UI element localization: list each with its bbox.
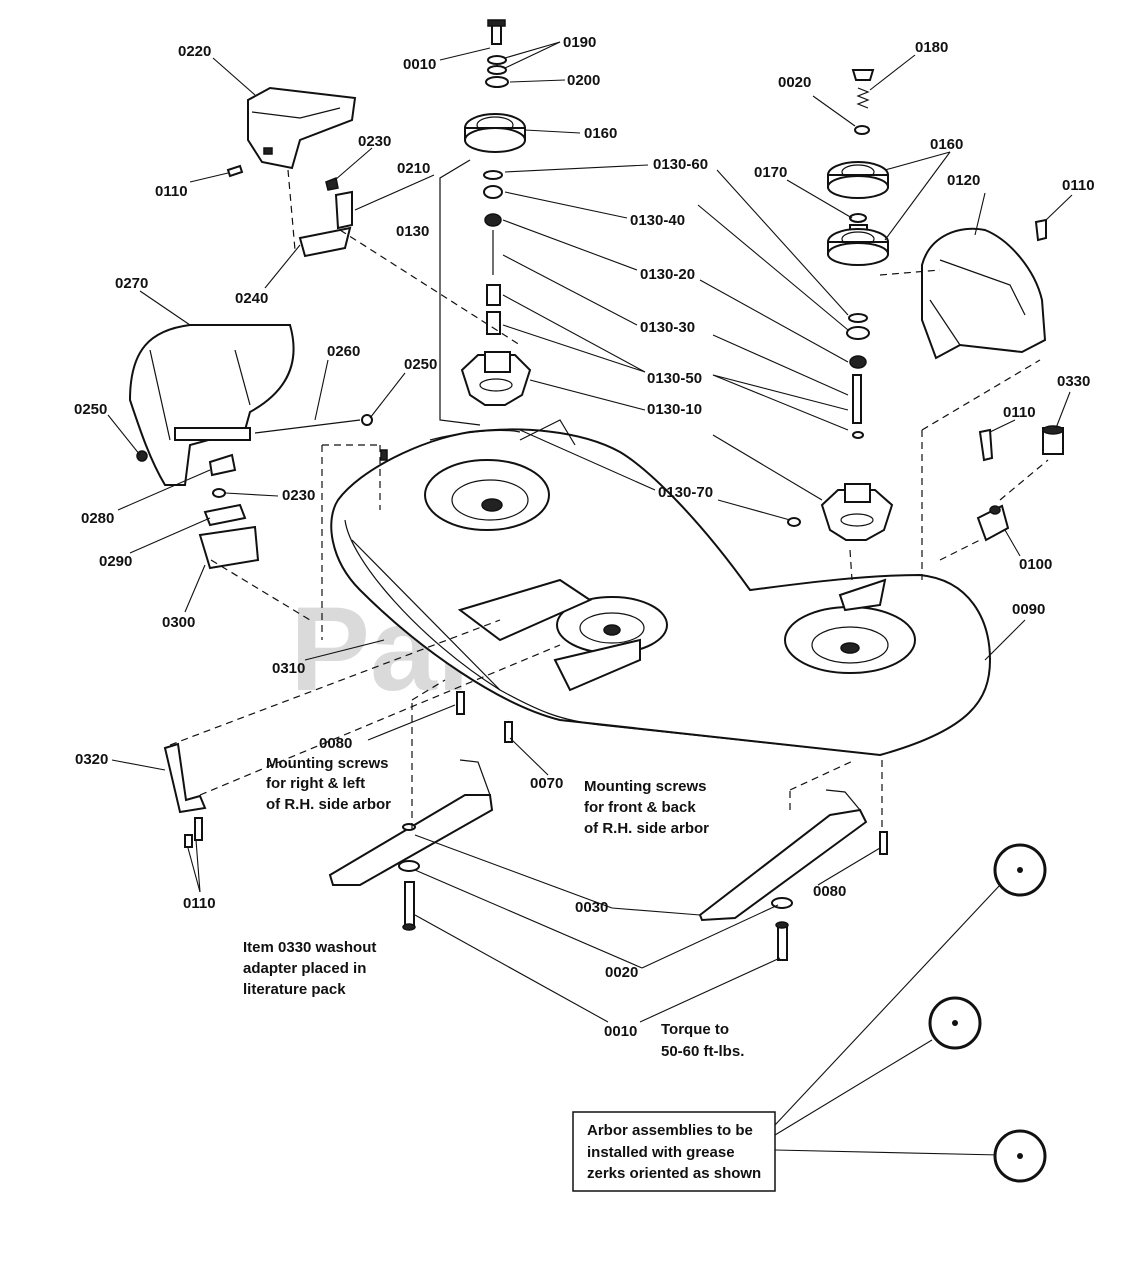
label-0250[interactable]: 0250: [404, 356, 437, 373]
label-0320[interactable]: 0320: [75, 751, 108, 768]
label-0120[interactable]: 0120: [947, 172, 980, 189]
blade-left[interactable]: [328, 759, 494, 886]
washout-adapter-0330[interactable]: [1042, 425, 1064, 455]
arbor-note-line-1: Arbor assemblies to be: [587, 1122, 753, 1139]
screws-0110-bottom[interactable]: [184, 817, 203, 848]
label-0130-10[interactable]: 0130-10: [647, 401, 702, 418]
bracket-0100[interactable]: [976, 504, 1010, 542]
label-0310[interactable]: 0310: [272, 660, 305, 677]
chute-brackets-0280-0300[interactable]: [198, 453, 260, 570]
mount-fb-note-1: Mounting screws: [584, 778, 707, 795]
torque-note-2: 50-60 ft-lbs.: [661, 1043, 744, 1060]
label-0020[interactable]: 0020: [605, 964, 638, 981]
label-0210[interactable]: 0210: [397, 160, 430, 177]
label-0240[interactable]: 0240: [235, 290, 268, 307]
arbor-note-line-2: installed with grease: [587, 1144, 735, 1161]
label-0160[interactable]: 0160: [930, 136, 963, 153]
label-0100[interactable]: 0100: [1019, 556, 1052, 573]
label-0230[interactable]: 0230: [358, 133, 391, 150]
label-0130-70[interactable]: 0130-70: [658, 484, 713, 501]
label-0130-30[interactable]: 0130-30: [640, 319, 695, 336]
mount-screws[interactable]: [456, 691, 888, 855]
label-0110[interactable]: 0110: [183, 895, 216, 912]
label-0130-60[interactable]: 0130-60: [653, 156, 708, 173]
assembly-dashed-lines: [169, 169, 1049, 830]
washout-note-1: Item 0330 washout: [243, 939, 376, 956]
screw-0110-top[interactable]: [226, 164, 244, 178]
screw-0110-bracket[interactable]: [978, 428, 994, 462]
mower-deck-0090[interactable]: [330, 419, 992, 757]
label-0180[interactable]: 0180: [915, 39, 948, 56]
leader-lines: [107, 41, 1073, 1023]
label-0070[interactable]: 0070: [530, 775, 563, 792]
label-0290[interactable]: 0290: [99, 553, 132, 570]
label-0170[interactable]: 0170: [754, 164, 787, 181]
label-0110[interactable]: 0110: [1062, 177, 1095, 194]
arbor-note-line-3: zerks oriented as shown: [587, 1165, 761, 1182]
screw-0110-right[interactable]: [1034, 218, 1047, 242]
label-0220[interactable]: 0220: [178, 43, 211, 60]
label-0160[interactable]: 0160: [584, 125, 617, 142]
label-0030[interactable]: 0030: [575, 899, 608, 916]
label-0110[interactable]: 0110: [155, 183, 188, 200]
label-0130-40[interactable]: 0130-40: [630, 212, 685, 229]
mount-rl-note-3: of R.H. side arbor: [266, 796, 391, 813]
blade-hardware-left[interactable]: [398, 860, 420, 931]
label-0300[interactable]: 0300: [162, 614, 195, 631]
label-0110[interactable]: 0110: [1003, 404, 1036, 421]
mount-fb-note-2: for front & back: [584, 799, 696, 816]
label-0010[interactable]: 0010: [403, 56, 436, 73]
mount-fb-note-3: of R.H. side arbor: [584, 820, 709, 837]
label-0230[interactable]: 0230: [282, 487, 315, 504]
discharge-chute-0270[interactable]: [128, 324, 295, 486]
label-0080[interactable]: 0080: [319, 735, 352, 752]
arbor-note-box: [572, 1111, 776, 1192]
torque-note-1: Torque to: [661, 1021, 729, 1038]
label-0190[interactable]: 0190: [563, 34, 596, 51]
blade-right[interactable]: [698, 789, 868, 922]
bracket-0320[interactable]: [163, 742, 207, 814]
label-0090[interactable]: 0090: [1012, 601, 1045, 618]
screw-0310[interactable]: [380, 449, 388, 461]
label-0130-50[interactable]: 0130-50: [647, 370, 702, 387]
grease-zerk-callouts: [774, 843, 1047, 1183]
washout-note-3: literature pack: [243, 981, 346, 998]
label-0280[interactable]: 0280: [81, 510, 114, 527]
mount-rl-note-2: for right & left: [266, 775, 365, 792]
label-0330[interactable]: 0330: [1057, 373, 1090, 390]
mount-rl-note-1: Mounting screws: [266, 755, 389, 772]
blade-hardware-right[interactable]: [771, 897, 793, 961]
left-arbor-stack[interactable]: [439, 19, 532, 426]
label-0250[interactable]: 0250: [74, 401, 107, 418]
label-0010[interactable]: 0010: [604, 1023, 637, 1040]
washout-note-2: adapter placed in: [243, 960, 366, 977]
label-0080[interactable]: 0080: [813, 883, 846, 900]
label-0260[interactable]: 0260: [327, 343, 360, 360]
label-0200[interactable]: 0200: [567, 72, 600, 89]
label-0020[interactable]: 0020: [778, 74, 811, 91]
belt-cover-0220[interactable]: [247, 86, 357, 170]
label-0270[interactable]: 0270: [115, 275, 148, 292]
rod-0260[interactable]: [254, 414, 373, 434]
label-0130[interactable]: 0130: [396, 223, 429, 240]
belt-cover-0120[interactable]: [921, 227, 1047, 360]
part-labels: 0220 0230 0210 0110 0240 0270 0130 0260 …: [74, 34, 1095, 1040]
right-arbor-stack[interactable]: [787, 69, 894, 541]
label-0130-20[interactable]: 0130-20: [640, 266, 695, 283]
bracket-0210[interactable]: [298, 176, 353, 258]
